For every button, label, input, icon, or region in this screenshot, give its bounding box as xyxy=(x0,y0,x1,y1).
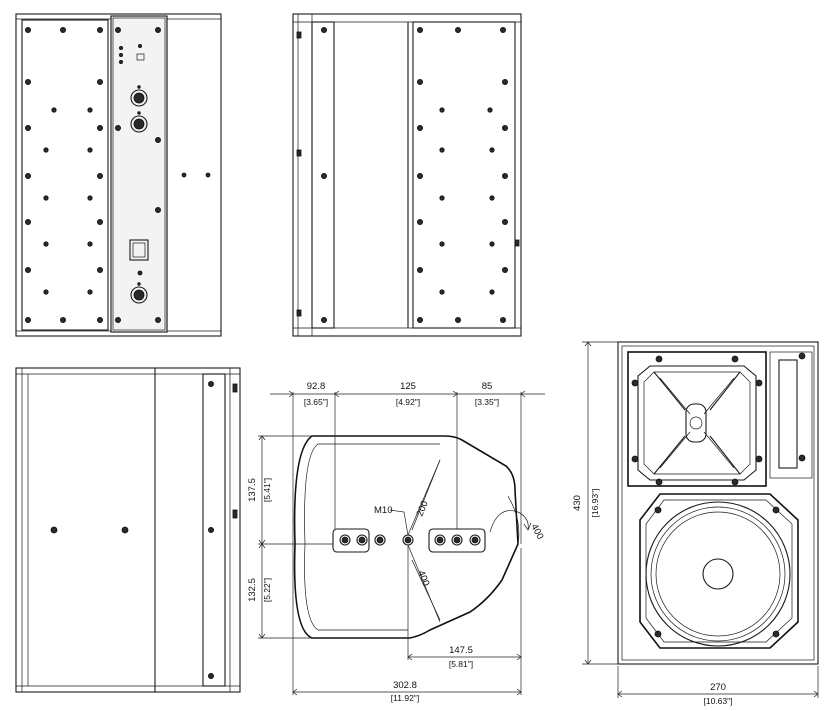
dim-mid-width-imperial: [4.92"] xyxy=(396,397,420,407)
power-switch-icon xyxy=(129,239,149,261)
dim-total-depth: 302.8 xyxy=(393,680,417,691)
horn-icon xyxy=(627,351,767,487)
dim-upper-height: 137.5 xyxy=(247,478,258,502)
dim-upper-height-imperial: [5.41"] xyxy=(262,478,272,502)
dim-lower-height-imperial: [5.22"] xyxy=(262,578,272,602)
amp-controls xyxy=(115,26,161,323)
dim-back-width: 85 xyxy=(482,381,493,392)
amplifier-panel xyxy=(110,15,168,333)
dim-total-width-imperial: [10.63"] xyxy=(703,696,732,706)
led-indicator xyxy=(136,53,145,61)
radius-back-label: 400 xyxy=(528,522,545,541)
side-panel-screws xyxy=(320,26,508,323)
cabinet-side-outline xyxy=(15,367,241,693)
side-panel xyxy=(412,21,516,329)
rear-left-panel xyxy=(21,19,109,331)
side-outline xyxy=(292,13,522,337)
xlr-input-icon xyxy=(130,85,148,107)
rear-outline xyxy=(15,13,222,337)
dim-total-depth-imperial: [11.92"] xyxy=(391,693,419,703)
dim-lower-height: 132.5 xyxy=(247,578,258,602)
cabinet-side-view xyxy=(15,367,241,693)
dim-total-width: 270 xyxy=(710,682,726,693)
front-outline xyxy=(617,341,819,665)
radius-200-label: 200 xyxy=(415,499,431,518)
front-view: 430 [16.93"] 270 [10.63"] xyxy=(572,341,819,706)
pole-mount-left xyxy=(332,528,370,553)
xlr-output-icon xyxy=(130,111,148,133)
radius-400-label: 400 xyxy=(415,569,431,588)
dim-bottom-offset: 147.5 xyxy=(449,645,473,656)
dim-total-height: 430 xyxy=(572,495,583,511)
dim-back-width-imperial: [3.35"] xyxy=(475,397,499,407)
dim-mid-width: 125 xyxy=(400,381,416,392)
dim-total-height-imperial: [16.93"] xyxy=(590,488,600,517)
dim-front-width-imperial: [3.65"] xyxy=(304,397,328,407)
m10-label: M10 xyxy=(374,505,392,516)
side-view xyxy=(292,13,522,337)
top-profile-view: M10 200 400 400 92.8 [3.65"] 125 [4.92"]… xyxy=(247,381,546,703)
dim-bottom-offset-imperial: [5.81"] xyxy=(449,659,473,669)
rear-view xyxy=(15,13,222,337)
powercon-icon xyxy=(130,282,148,304)
woofer-icon xyxy=(639,493,799,649)
dim-front-width: 92.8 xyxy=(307,381,326,392)
rear-panel-screws xyxy=(24,26,104,323)
